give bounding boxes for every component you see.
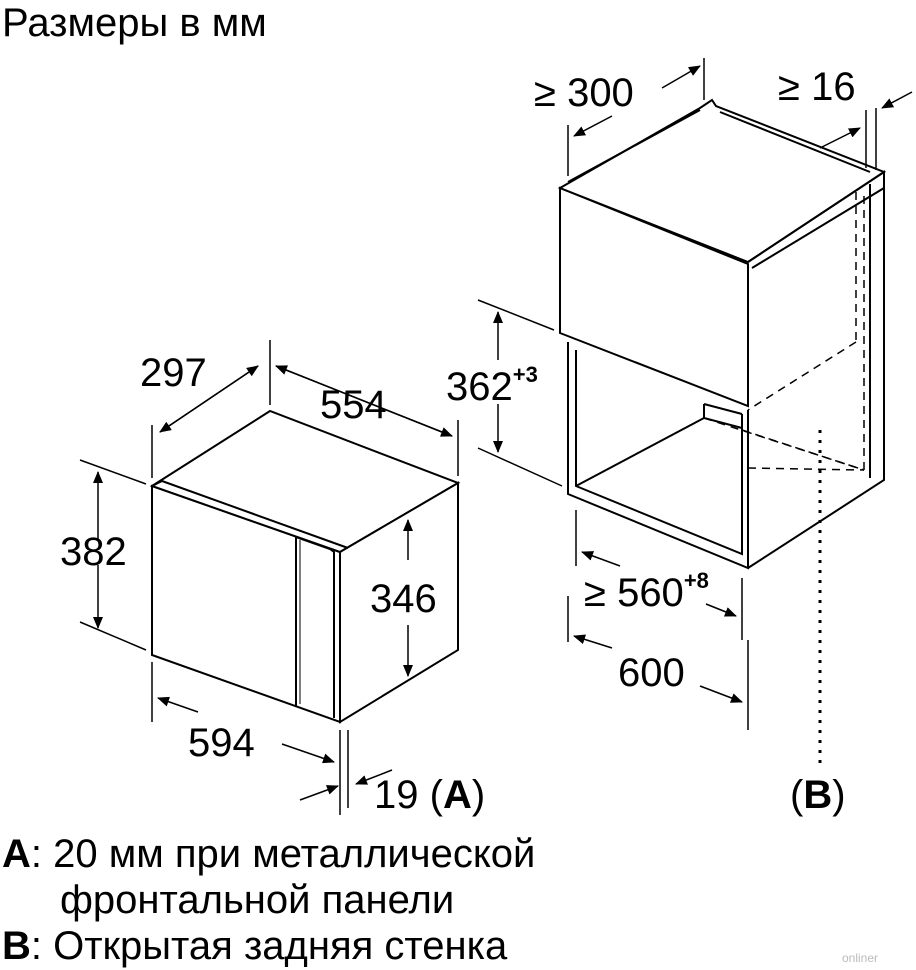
niche-gap-label: ≥ 16 [778, 65, 856, 109]
appliance-dimensions [79, 340, 459, 815]
note-a-continued: фронтальной панели [60, 878, 455, 922]
width-front-label: 594 [188, 721, 255, 765]
microwave-drawing [149, 409, 461, 724]
height-front-label: 346 [370, 577, 437, 621]
cabinet-hidden-edges [703, 192, 865, 471]
watermark: onliner [842, 951, 878, 965]
page-title: Размеры в мм [2, 1, 267, 45]
niche-dimensions [477, 58, 913, 730]
height-total-label: 382 [60, 530, 127, 574]
niche-width-label: ≥ 560+8 [584, 568, 709, 615]
note-a: A: 20 мм при металлической [2, 832, 536, 876]
niche-depth-label: ≥ 300 [534, 71, 634, 115]
niche-marker-label: (B) [790, 773, 846, 817]
front-offset-label: 19 (A) [374, 773, 485, 817]
depth-top-label: 297 [140, 351, 207, 395]
niche-height-label: 362+3 [446, 362, 538, 409]
cabinet-drawing [557, 98, 887, 570]
width-top-label: 554 [320, 383, 387, 427]
note-b: B: Открытая задняя стенка [2, 924, 508, 968]
cabinet-width-label: 600 [618, 651, 685, 695]
